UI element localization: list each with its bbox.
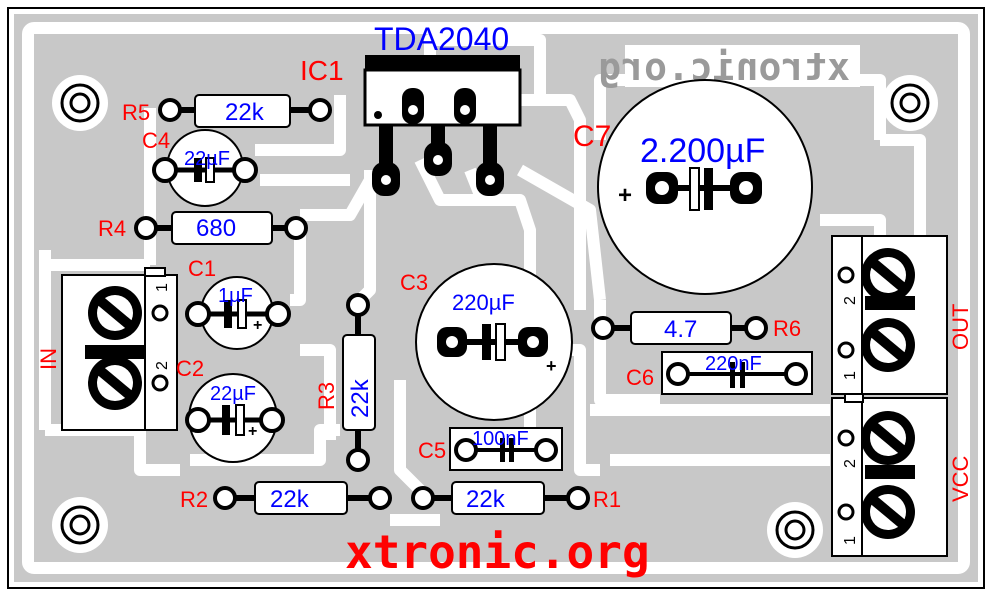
- capacitor-c7: C7 2.200µF +: [573, 79, 813, 295]
- watermark: xtronic.org: [598, 45, 860, 89]
- connector-vcc: 2 1 VCC: [831, 393, 973, 557]
- capacitor-c4: C4 22µF: [142, 128, 258, 207]
- c1-value: 1µF: [218, 285, 253, 307]
- c6-value: 220nF: [705, 353, 762, 375]
- resistor-r5: R5 22k: [122, 94, 332, 128]
- capacitor-c1: C1 1µF +: [185, 256, 291, 350]
- capacitor-c2: C2 22µF +: [176, 356, 285, 463]
- footer-brand: xtronic.org: [345, 525, 650, 579]
- in-label: IN: [36, 348, 61, 370]
- r1-ref: R1: [593, 487, 621, 512]
- r2-ref: R2: [180, 487, 208, 512]
- c3-plus: +: [546, 356, 557, 376]
- c7-plus: +: [618, 182, 632, 209]
- capacitor-c5: C5 100nF: [418, 427, 563, 471]
- screw-icon: [861, 411, 915, 465]
- capacitor-c6: C6 220nF: [626, 351, 813, 395]
- screw-icon: [88, 356, 142, 410]
- r3-ref: R3: [314, 382, 339, 410]
- resistor-r2: R2 22k: [180, 481, 392, 515]
- c3-ref: C3: [400, 270, 428, 295]
- screw-icon: [861, 485, 915, 539]
- r4-ref: R4: [98, 216, 126, 241]
- mounting-hole-bottom-right: [767, 502, 823, 558]
- resistor-r3: 22k R3: [314, 293, 376, 472]
- c3-value: 220µF: [452, 290, 515, 315]
- out-pin1: 1: [842, 371, 859, 380]
- mounting-hole-bottom-left: [52, 497, 108, 553]
- c5-value: 100nF: [472, 428, 529, 450]
- mounting-holes: [52, 75, 938, 558]
- r1-value: 22k: [466, 486, 506, 513]
- connector-in: 1 2 IN: [36, 267, 178, 431]
- in-pin1: 1: [154, 283, 171, 292]
- c1-ref: C1: [188, 256, 216, 281]
- vcc-pin1: 1: [842, 536, 859, 545]
- c2-value: 22µF: [210, 383, 256, 405]
- screw-icon: [88, 286, 142, 340]
- c7-value: 2.200µF: [640, 132, 765, 170]
- mounting-hole-top-left: [52, 75, 108, 131]
- r5-ref: R5: [122, 100, 150, 125]
- c4-value: 22µF: [184, 148, 230, 170]
- r5-value: 22k: [225, 99, 265, 126]
- in-pin2: 2: [154, 361, 171, 370]
- capacitor-c3: C3 220µF +: [400, 263, 573, 421]
- screw-icon: [861, 248, 915, 302]
- vcc-pin2: 2: [842, 459, 859, 468]
- r6-value: 4.7: [664, 316, 697, 343]
- out-pin2: 2: [842, 296, 859, 305]
- c2-plus: +: [248, 423, 257, 440]
- c4-ref: C4: [142, 128, 170, 153]
- mounting-hole-top-right: [882, 75, 938, 131]
- ic1-part: TDA2040: [374, 21, 509, 57]
- r2-value: 22k: [270, 486, 310, 513]
- resistor-r6: R6 4.7: [591, 311, 801, 345]
- r3-value: 22k: [347, 378, 374, 418]
- c1-plus: +: [253, 317, 262, 334]
- r4-value: 680: [196, 215, 236, 242]
- c2-ref: C2: [176, 356, 204, 381]
- resistor-r1: R1 22k: [411, 481, 621, 515]
- screw-icon: [861, 318, 915, 372]
- ic1: IC1 TDA2040: [300, 21, 522, 196]
- c6-ref: C6: [626, 365, 654, 390]
- vcc-label: VCC: [948, 455, 973, 502]
- r6-ref: R6: [773, 316, 801, 341]
- resistor-r4: R4 680: [98, 211, 308, 245]
- ic1-pads: [372, 105, 504, 196]
- connector-out: 2 1 OUT: [831, 235, 973, 395]
- out-label: OUT: [948, 304, 973, 350]
- c5-ref: C5: [418, 438, 446, 463]
- ic1-ref: IC1: [300, 55, 344, 86]
